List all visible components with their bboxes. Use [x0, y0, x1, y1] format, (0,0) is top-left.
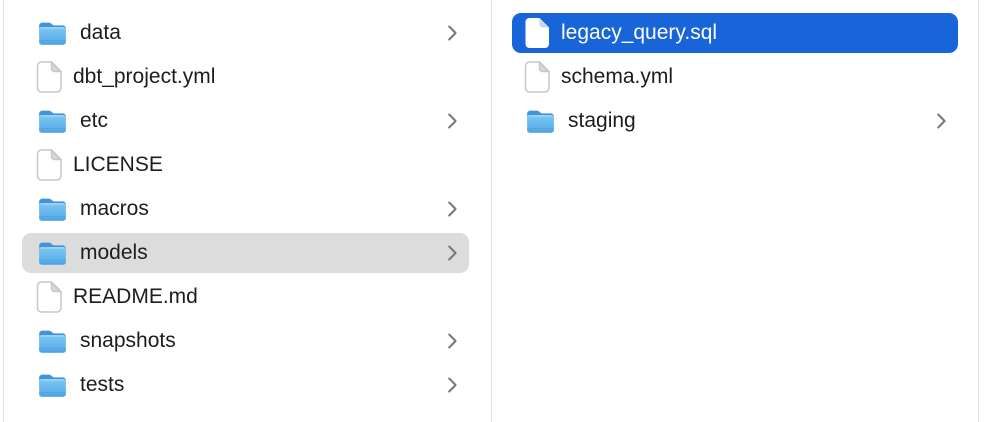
item-label: etc — [80, 109, 109, 132]
row-snapshots[interactable]: snapshots — [22, 321, 469, 361]
folder-icon — [36, 20, 69, 47]
row-data[interactable]: data — [22, 13, 469, 53]
item-label: dbt_project.yml — [73, 65, 216, 88]
column-divider[interactable] — [978, 0, 979, 422]
folder-icon — [36, 108, 69, 135]
file-icon — [524, 17, 550, 49]
models-column: legacy_query.sql — [491, 0, 978, 422]
row-models[interactable]: models — [22, 233, 469, 273]
chevron-right-icon — [447, 24, 458, 42]
item-label: legacy_query.sql — [561, 21, 718, 44]
row-readme-md[interactable]: README.md — [22, 277, 469, 317]
row-dbt-project-yml[interactable]: dbt_project.yml — [22, 57, 469, 97]
chevron-right-icon — [447, 376, 458, 394]
row-license[interactable]: LICENSE — [22, 145, 469, 185]
row-tests[interactable]: tests — [22, 365, 469, 405]
row-schema-yml[interactable]: schema.yml — [512, 57, 958, 97]
chevron-right-icon — [447, 112, 458, 130]
item-label: LICENSE — [73, 153, 163, 176]
item-label: models — [80, 241, 148, 264]
chevron-right-icon — [447, 332, 458, 350]
item-label: macros — [80, 197, 149, 220]
folder-icon — [36, 372, 69, 399]
row-etc[interactable]: etc — [22, 101, 469, 141]
chevron-right-icon — [447, 244, 458, 262]
column-divider — [3, 0, 4, 422]
row-legacy-query-sql[interactable]: legacy_query.sql — [512, 13, 958, 53]
item-label: tests — [80, 373, 125, 396]
row-staging[interactable]: staging — [512, 101, 958, 141]
column-divider[interactable] — [491, 0, 492, 422]
chevron-right-icon — [936, 112, 947, 130]
item-label: data — [80, 21, 121, 44]
folder-icon — [36, 196, 69, 223]
file-icon — [36, 149, 62, 181]
chevron-right-icon — [447, 200, 458, 218]
folder-icon — [36, 328, 69, 355]
item-label: README.md — [73, 285, 198, 308]
file-icon — [36, 61, 62, 93]
folder-icon — [36, 240, 69, 267]
row-macros[interactable]: macros — [22, 189, 469, 229]
file-icon — [524, 61, 550, 93]
file-icon — [36, 281, 62, 313]
parent-column: data — [3, 0, 491, 422]
folder-icon — [524, 108, 557, 135]
item-label: staging — [568, 109, 636, 132]
item-label: snapshots — [80, 329, 176, 352]
item-label: schema.yml — [561, 65, 674, 88]
